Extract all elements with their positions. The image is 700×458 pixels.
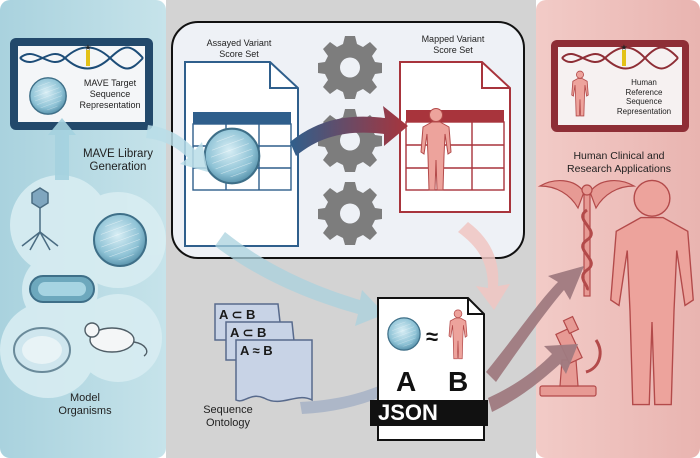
json-to-clinical-arrow	[486, 266, 584, 382]
svg-text:★: ★	[620, 43, 627, 52]
mapped-score-set-label: Mapped Variant Score Set	[421, 34, 485, 55]
sequence-ontology-label: Sequence Ontology	[203, 404, 253, 429]
mapped-to-json-arrow	[458, 222, 510, 310]
clinical-applications-label: Human Clinical and Research Applications	[567, 150, 671, 175]
ontology-formula-3: A ≈ B	[240, 343, 273, 358]
human-reference-monitor: ★	[551, 40, 689, 132]
json-document	[370, 297, 488, 441]
json-banner: JSON	[378, 400, 438, 425]
assayed-score-set-doc	[184, 61, 299, 247]
json-approx-symbol: ≈	[426, 324, 439, 349]
bacteriophage-icon	[21, 187, 59, 251]
mapped-score-set-doc	[399, 61, 511, 213]
assayed-to-mapped-arrow	[290, 106, 408, 156]
svg-text:★: ★	[84, 43, 91, 52]
sequence-ontology-pages	[214, 303, 313, 403]
petri-dish-icon	[93, 213, 147, 267]
target-to-assayed-arrow	[146, 125, 208, 172]
ontology-to-json-arrow	[300, 362, 424, 414]
ontology-formula-2: A ⊂ B	[230, 325, 267, 340]
json-letter-b: B	[448, 366, 469, 397]
gear-icon-top	[318, 36, 382, 99]
mave-library-label: MAVE Library Generation	[82, 148, 154, 173]
bacterium-icon	[29, 275, 95, 303]
assayed-score-set-label: Assayed Variant Score Set	[206, 38, 272, 59]
mouse-icon	[84, 322, 148, 357]
ontology-formula-1: A ⊂ B	[219, 307, 256, 322]
caduceus-icon	[537, 180, 637, 297]
library-to-target-arrow	[48, 118, 76, 180]
human-reference-label: Human Reference Sequence Representation	[616, 78, 672, 116]
gear-icon-bottom	[318, 182, 382, 245]
mave-target-monitor: ★	[10, 38, 153, 130]
colony-plate-icon	[13, 327, 71, 373]
json-letter-a: A	[396, 366, 417, 397]
model-organisms-label: Model Organisms	[58, 392, 112, 417]
json-to-research-arrow	[488, 344, 578, 412]
mave-target-label: MAVE Target Sequence Representation	[79, 78, 141, 110]
assayed-to-json-arrow	[215, 232, 385, 326]
